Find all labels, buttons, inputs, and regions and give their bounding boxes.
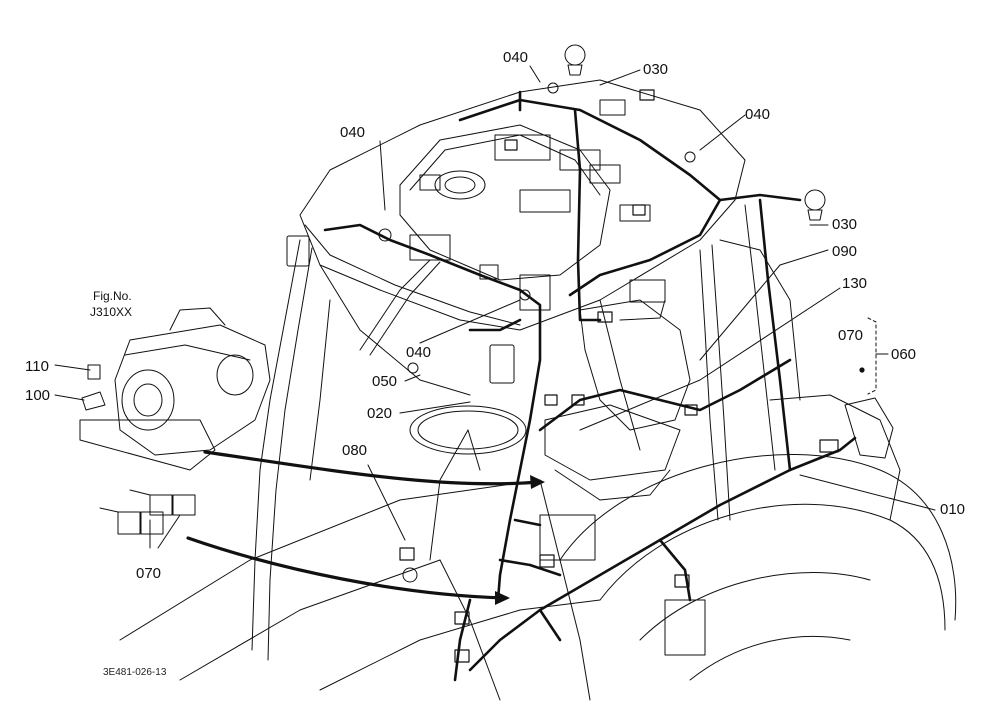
figure-ref-line1: Fig.No. bbox=[93, 289, 132, 303]
gearbox-assembly bbox=[79, 307, 271, 471]
callout-040-mid: 040 bbox=[406, 344, 432, 361]
leader-lines bbox=[54, 65, 936, 549]
callout-030-right: 030 bbox=[832, 216, 858, 233]
roof-components bbox=[378, 82, 696, 301]
bullet-dot bbox=[859, 367, 865, 373]
callout-040-left: 040 bbox=[340, 124, 366, 141]
drawing-code: 3E481-026-13 bbox=[103, 667, 167, 678]
callout-080: 080 bbox=[342, 442, 368, 459]
callout-050: 050 bbox=[372, 373, 398, 390]
reference-arrows bbox=[186, 450, 542, 600]
callout-070-right: 070 bbox=[838, 327, 864, 344]
callout-100: 100 bbox=[25, 387, 51, 404]
harness-connectors bbox=[399, 89, 839, 663]
callout-090: 090 bbox=[832, 243, 858, 260]
callout-010: 010 bbox=[940, 501, 966, 518]
callout-060: 060 bbox=[891, 346, 917, 363]
callout-130: 130 bbox=[842, 275, 868, 292]
main-harness bbox=[323, 90, 857, 682]
figure-ref-line2: J310XX bbox=[90, 305, 133, 319]
callout-030-top: 030 bbox=[643, 61, 669, 78]
callout-020: 020 bbox=[367, 405, 393, 422]
callout-040-right: 040 bbox=[745, 106, 771, 123]
callout-070-left: 070 bbox=[136, 565, 162, 582]
callout-040-top: 040 bbox=[503, 49, 529, 66]
relay-parts bbox=[99, 489, 196, 535]
arrow-heads bbox=[495, 475, 545, 605]
cab-frame bbox=[119, 44, 957, 701]
callout-110: 110 bbox=[25, 358, 49, 375]
